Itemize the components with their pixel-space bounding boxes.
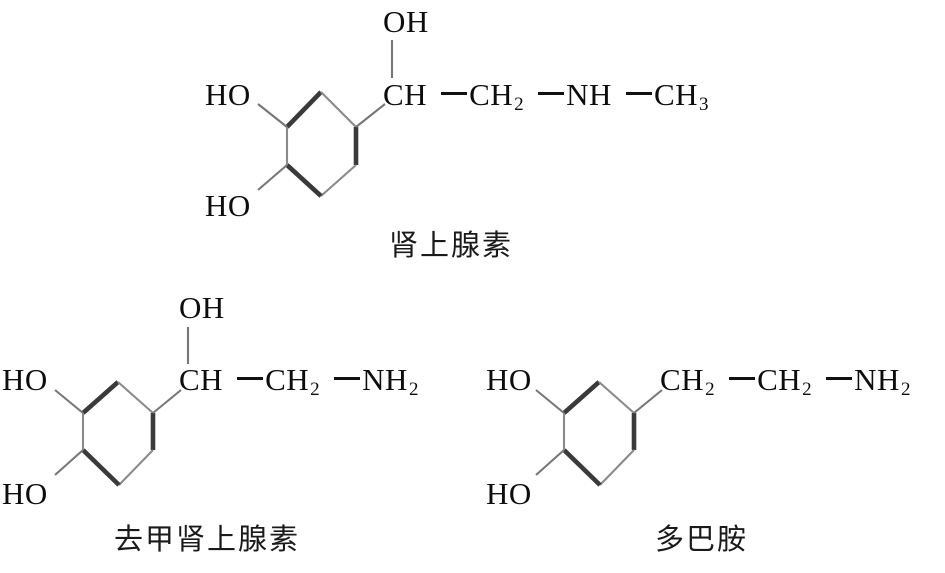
noradrenaline-side-chain: CH CH2 NH2 [179,362,419,400]
chain-bond-1 [237,377,264,381]
dopamine-ho-top-label: HO [486,362,532,397]
chain-group-ch3: CH3 [653,77,710,115]
noradrenaline-ho-top-label: HO [2,362,48,397]
ring-bond-upper-right [598,381,635,414]
chain-bond-1 [729,377,756,381]
dopamine-name-label: 多巴胺 [655,522,749,556]
ring-bond-lower-left [81,448,121,487]
ring-bond-upper-right [320,91,357,128]
bond-to-ho-top [535,389,565,414]
bond-ring-to-ch [355,103,386,128]
adrenaline-bond-skeleton [257,40,394,198]
ring-bond-lower-right [599,449,635,486]
chain-group-ch: CH [383,77,428,112]
ring-bond-lower-right [118,449,154,486]
adrenaline-ho-top-label: HO [205,77,251,112]
bond-to-ho-bottom [535,449,565,476]
dopamine-side-chain: CH2 CH2 NH2 [660,362,911,400]
bond-to-ho-bottom [54,449,84,476]
ring-bond-upper-left [285,90,323,129]
chain-group-ch2-b: CH2 [757,362,813,400]
chain-bond-3 [625,92,652,96]
dopamine-ho-bottom-label: HO [486,476,532,511]
bond-to-ho-top [257,103,288,128]
noradrenaline-hydroxyl-label: OH [179,290,225,325]
bond-ring-to-ch [152,389,182,414]
chain-group-ch2: CH2 [265,362,321,400]
ring-bond-lower-left [285,163,323,198]
chain-group-nh2: NH2 [854,362,911,400]
noradrenaline-name-label: 去甲肾上腺素 [114,522,301,556]
noradrenaline-bond-skeleton [54,327,190,487]
chain-bond-1 [441,92,468,96]
chain-group-ch2: CH2 [469,77,525,115]
adrenaline-ho-bottom-label: HO [205,188,251,223]
adrenaline-side-chain: CH CH2 NH CH3 [383,77,710,115]
adrenaline-hydroxyl-label: OH [383,4,429,39]
ring-bond-upper-left [81,380,120,415]
chain-group-ch: CH [179,362,224,397]
chain-bond-2 [538,92,565,96]
ring-bond-upper-left [562,380,601,415]
noradrenaline-ho-bottom-label: HO [2,476,48,511]
ring-bond-lower-left [562,448,602,487]
ring-bond-lower-right [320,164,357,197]
bond-to-ho-bottom [257,164,288,191]
bond-to-ho-top [54,389,84,414]
chain-bond-2 [334,377,361,381]
bond-ring-to-ch2 [633,389,663,414]
chain-bond-2 [826,377,853,381]
chain-group-nh2: NH2 [362,362,419,400]
chain-group-ch2-a: CH2 [660,362,716,400]
adrenaline-name-label: 肾上腺素 [389,228,514,262]
chain-group-nh: NH [566,77,612,112]
ring-bond-upper-right [117,381,154,414]
